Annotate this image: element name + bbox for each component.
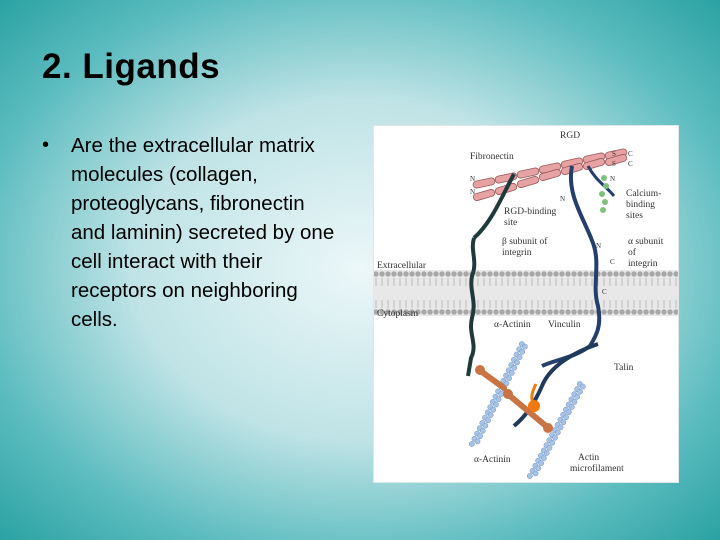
bullet-marker: •	[42, 134, 50, 156]
label-n4: N	[560, 195, 565, 203]
integrin-diagram: RGD Fibronectin N N C C S S N N N C C RG…	[373, 125, 679, 483]
beta-subunit-chain	[466, 237, 477, 377]
label-actin-line2: microfilament	[570, 463, 624, 474]
membrane-band	[374, 270, 678, 316]
label-rgd-site-line1: RGD-binding	[504, 207, 557, 217]
label-fibronectin: Fibronectin	[470, 152, 514, 162]
label-beta-line1: β subunit of	[502, 236, 548, 247]
beta-subunit-head	[472, 173, 516, 240]
bullet-list: • Are the extracellular matrix molecules…	[42, 131, 342, 334]
label-actin-line1: Actin	[578, 453, 599, 463]
slide-title: 2. Ligands	[42, 47, 221, 86]
vinculin	[528, 383, 540, 412]
label-actinin-lower: α-Actinin	[474, 455, 511, 465]
label-calcium-line2: binding	[626, 200, 655, 210]
label-actinin-upper: α-Actinin	[494, 320, 531, 330]
label-c1: C	[628, 150, 633, 158]
label-n2: N	[470, 188, 475, 196]
label-beta-line2: integrin	[502, 248, 532, 258]
lipid-bilayer	[374, 271, 678, 315]
alpha-subunit-head	[586, 165, 616, 197]
alpha-actinin-upper	[475, 365, 507, 391]
label-calcium-line1: Calcium-	[626, 189, 661, 199]
bullet-text: Are the extracellular matrix molecules (…	[71, 134, 335, 331]
label-vinculin: Vinculin	[548, 320, 581, 330]
label-c3: C	[610, 258, 615, 266]
calcium-binding-sites	[599, 175, 609, 213]
label-talin: Talin	[614, 363, 634, 373]
label-ss1: S	[612, 150, 616, 158]
talin-chain	[512, 342, 599, 428]
label-cytoplasm: Cytoplasm	[377, 309, 419, 319]
label-n1: N	[470, 175, 475, 183]
integrin-diagram-drawing: RGD Fibronectin N N C C S S N N N C C RG…	[374, 131, 678, 479]
label-alpha-line2: of	[628, 247, 637, 258]
label-n5: N	[596, 242, 601, 250]
label-c4: C	[602, 288, 607, 296]
alpha-subunit-chain	[541, 165, 602, 368]
alpha-actinin-lower	[503, 389, 553, 433]
label-rgd: RGD	[560, 131, 580, 141]
actin-microfilaments	[468, 341, 586, 479]
label-ss2: S	[612, 160, 616, 168]
label-c2: C	[628, 160, 633, 168]
label-alpha-line3: integrin	[628, 259, 658, 269]
fibronectin-molecule	[472, 148, 628, 201]
label-n3: N	[610, 175, 615, 183]
label-alpha-line1: α subunit	[628, 237, 664, 247]
label-calcium-line3: sites	[626, 211, 643, 221]
label-extracellular: Extracellular	[377, 261, 427, 271]
label-rgd-site-line2: site	[504, 218, 517, 228]
